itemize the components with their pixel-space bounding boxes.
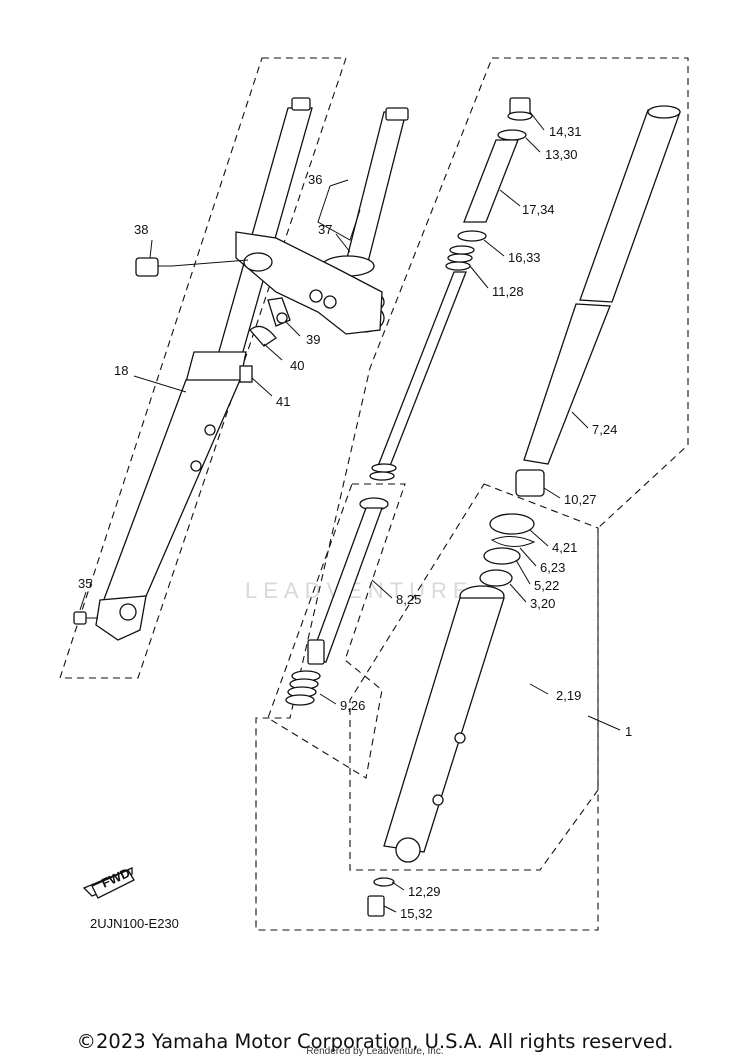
copper-washer <box>373 877 395 887</box>
label-2-19: 2,19 <box>556 688 581 703</box>
cap-bolt <box>497 97 533 141</box>
oil-seal-washer <box>479 569 513 587</box>
label-11-28: 11,28 <box>492 284 524 299</box>
label-15-32: 15,32 <box>400 906 433 921</box>
damper-rod-bolt <box>367 895 385 917</box>
label-14-31: 14,31 <box>549 124 582 139</box>
fork-spring-top <box>369 245 475 481</box>
damper-rod <box>307 497 389 665</box>
label-37: 37 <box>318 222 332 237</box>
label-36: 36 <box>308 172 322 187</box>
label-10-27: 10,27 <box>564 492 597 507</box>
label-6-23: 6,23 <box>540 560 565 575</box>
watermark: LEADVENTURE <box>245 578 474 603</box>
label-8-25: 8,25 <box>396 592 421 607</box>
stopper-ring <box>490 536 536 547</box>
left-fork-leg <box>95 97 313 641</box>
label-18: 18 <box>114 363 128 378</box>
label-12-29: 12,29 <box>408 884 441 899</box>
copyright-footer: ©2023 Yamaha Motor Corporation, U.S.A. A… <box>76 1030 674 1053</box>
outer-tube <box>383 585 505 863</box>
outer-tube-assembly-outline <box>349 483 599 871</box>
right-fork-assembly-outline <box>255 57 689 931</box>
label-41: 41 <box>276 394 290 409</box>
label-3-20: 3,20 <box>530 596 555 611</box>
label-5-22: 5,22 <box>534 578 559 593</box>
under-bracket <box>235 231 383 335</box>
label-9-26: 9,26 <box>340 698 365 713</box>
label-40: 40 <box>290 358 304 373</box>
rendered-by-credit: Rendered by Leadventure, Inc. <box>306 1046 444 1057</box>
bolt-38 <box>135 257 249 277</box>
leader-lines <box>79 111 621 913</box>
clamp-parts <box>239 297 291 383</box>
left-fork-assembly-outline <box>59 57 347 679</box>
inner-tube <box>523 105 681 465</box>
dust-seal <box>489 513 535 535</box>
label-39: 39 <box>306 332 320 347</box>
label-1: 1 <box>625 724 632 739</box>
slide-metal <box>515 469 545 497</box>
label-35: 35 <box>78 576 92 591</box>
bolt-35 <box>73 611 98 625</box>
label-17-34: 17,34 <box>522 202 555 217</box>
label-16-33: 16,33 <box>508 250 541 265</box>
label-38: 38 <box>134 222 148 237</box>
label-7-24: 7,24 <box>592 422 617 437</box>
rebound-spring <box>285 670 321 706</box>
damper-rod-assembly-outline <box>267 483 406 779</box>
label-4-21: 4,21 <box>552 540 577 555</box>
fwd-arrow-icon: FWD <box>82 865 135 899</box>
diagram-code: 2UJN100-E230 <box>90 916 179 931</box>
oil-seal <box>483 547 521 565</box>
label-13-30: 13,30 <box>545 147 578 162</box>
washer <box>457 230 487 242</box>
spacer <box>463 139 519 223</box>
